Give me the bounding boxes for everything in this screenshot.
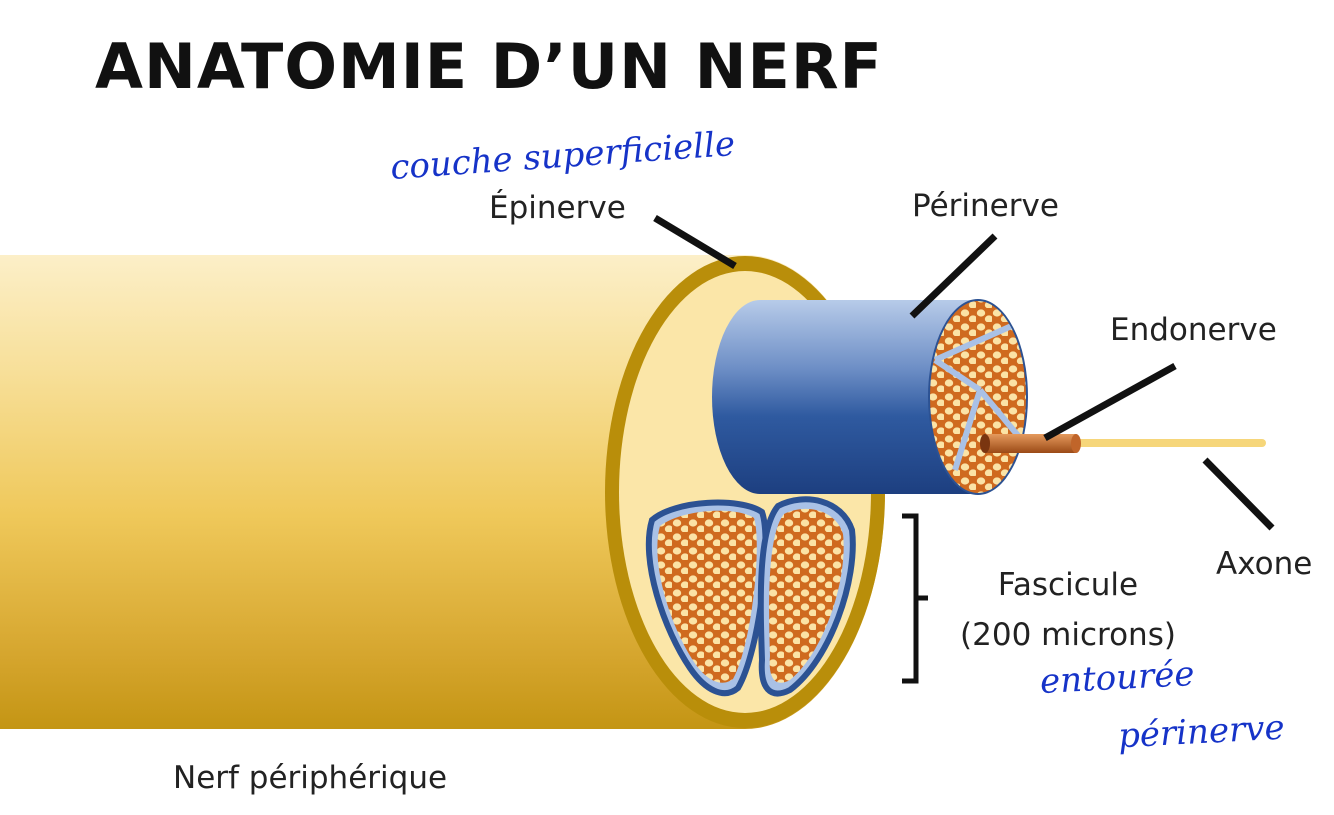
leader-lines xyxy=(653,214,1275,531)
label-peripheral-nerve: Nerf périphérique xyxy=(173,760,448,796)
page-title: ANATOMIE D’UN NERF xyxy=(95,30,883,103)
label-endonerve: Endonerve xyxy=(1110,312,1277,348)
label-perinerve: Périnerve xyxy=(912,188,1059,224)
label-epinerve: Épinerve xyxy=(489,190,626,226)
label-axone: Axone xyxy=(1216,546,1313,582)
axon-with-endonerve xyxy=(980,434,1266,453)
perinerve-leader xyxy=(909,233,998,319)
handwritten-note-fascicule-1: entourée xyxy=(1039,653,1196,703)
perinerve-cylinder xyxy=(712,299,1028,495)
fascicle-left xyxy=(645,499,769,697)
epinerve-leader xyxy=(653,214,737,270)
fascicle-bracket xyxy=(902,513,928,684)
label-fascicule-size: (200 microns) xyxy=(960,617,1176,653)
axone-leader xyxy=(1202,457,1275,531)
endonerve-leader xyxy=(1043,362,1177,442)
label-fascicule: Fascicule xyxy=(997,567,1139,603)
fascicle-right xyxy=(757,496,856,697)
